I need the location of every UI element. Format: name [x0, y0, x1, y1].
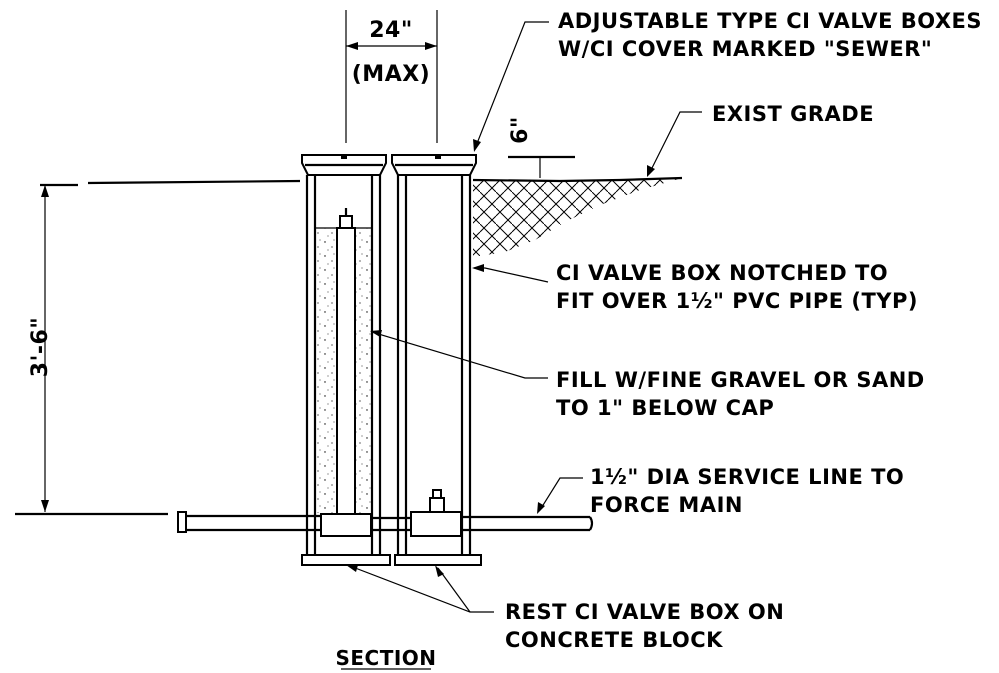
- right-valve-box: [391, 154, 477, 555]
- soil-hatch: [473, 178, 682, 257]
- left-valve-box: [301, 154, 387, 555]
- callout-fill-line2: TO 1" BELOW CAP: [556, 396, 774, 420]
- service-pipe: [177, 511, 594, 533]
- cover-depth-label: 6": [508, 116, 533, 144]
- existing-grade: [40, 176, 683, 257]
- depth-dimension: [15, 185, 168, 516]
- callout-valve-boxes-line1: ADJUSTABLE TYPE CI VALVE BOXES: [558, 9, 982, 33]
- width-note: (MAX): [352, 62, 431, 87]
- callout-notched-line2: FIT OVER 1½" PVC PIPE (TYP): [556, 289, 918, 313]
- callout-service-line-line2: FORCE MAIN: [590, 493, 743, 517]
- callout-valve-boxes-line2: W/CI COVER MARKED "SEWER": [558, 37, 932, 61]
- width-dimension: [345, 10, 438, 143]
- cover-depth-dimension: [508, 155, 575, 178]
- callout-service-line-line1: 1½" DIA SERVICE LINE TO: [590, 465, 904, 489]
- callout-exist-grade: EXIST GRADE: [712, 102, 874, 126]
- callout-notched-line1: CI VALVE BOX NOTCHED TO: [556, 261, 888, 285]
- callout-fill-line1: FILL W/FINE GRAVEL OR SAND: [556, 368, 925, 392]
- callout-rest-line1: REST CI VALVE BOX ON: [505, 600, 784, 624]
- depth-label: 3'-6": [28, 317, 53, 377]
- concrete-blocks: [301, 554, 482, 566]
- width-label: 24": [369, 18, 413, 43]
- callout-rest-line2: CONCRETE BLOCK: [505, 628, 723, 652]
- leader-lines: [346, 21, 702, 613]
- section-title: SECTION: [335, 646, 436, 670]
